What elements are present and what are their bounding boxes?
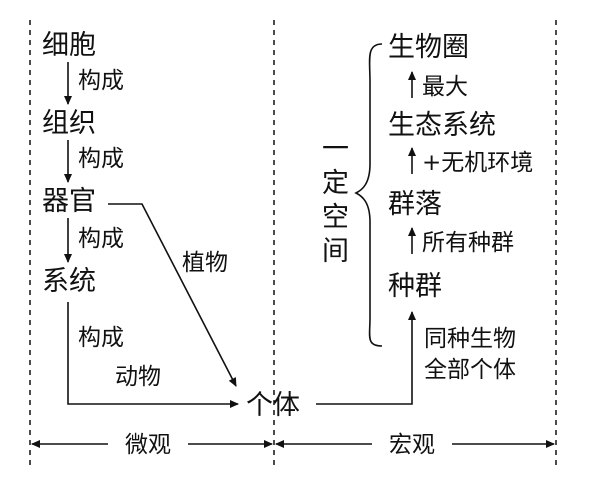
level-biosphere: 生物圈: [388, 32, 469, 63]
individual-label: 个体: [246, 390, 300, 421]
animal-label: 动物: [115, 364, 161, 390]
space-label-char-3: 空: [322, 202, 349, 233]
level-community: 群落: [388, 189, 442, 220]
compose-label-3: 构成: [78, 226, 124, 252]
largest-label: 最大: [422, 74, 468, 100]
space-label-char-4: 间: [322, 236, 349, 267]
arrow-individual-to-population: [316, 311, 416, 405]
space-label-char-2: 定: [322, 168, 349, 199]
level-tissue: 组织: [42, 108, 96, 139]
arrow-system-to-individual-animal: [67, 302, 239, 408]
level-ecosystem: 生态系统: [388, 110, 496, 141]
compose-label-4: 构成: [78, 325, 124, 351]
level-cell: 细胞: [42, 30, 96, 61]
space-brace: [354, 43, 383, 347]
all-populations-label: 所有种群: [422, 230, 514, 256]
macro-scale-label: 宏观: [389, 432, 435, 458]
all-individuals-label: 全部个体: [424, 357, 516, 383]
arrow-organ-to-individual-plant: [108, 203, 237, 387]
level-organ: 器官: [42, 186, 96, 217]
plant-label: 植物: [182, 250, 228, 276]
compose-label-1: 构成: [78, 68, 124, 94]
level-population: 种群: [388, 271, 442, 302]
micro-scale-label: 微观: [125, 432, 171, 458]
compose-label-2: 构成: [78, 146, 124, 172]
same-species-label: 同种生物: [424, 326, 516, 352]
level-system: 系统: [42, 266, 96, 297]
space-label-char-1: 一: [322, 134, 349, 165]
abiotic-environment-label: +无机环境: [422, 150, 533, 176]
